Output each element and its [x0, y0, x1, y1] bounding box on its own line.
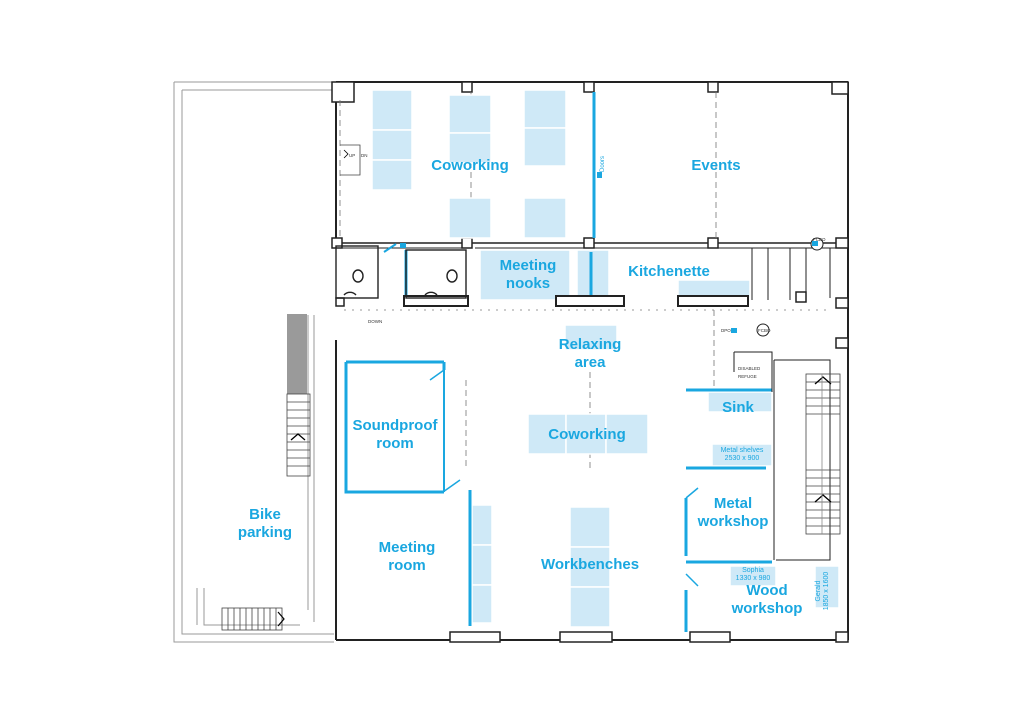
note-line: Metal shelves: [720, 447, 764, 454]
desk: [371, 129, 413, 161]
note-metal-shelves: Metal shelves 2530 x 900: [712, 447, 772, 463]
counters: [403, 295, 749, 307]
blue-walls: [344, 92, 772, 632]
tag-fcbo-2: FCBO: [758, 328, 771, 333]
workbench: [471, 504, 493, 546]
tag-up: UP: [349, 153, 356, 158]
tag-line: REFUGE: [738, 374, 757, 379]
room-label-meeting-nooks: Meeting nooks: [488, 257, 568, 293]
desk: [448, 94, 492, 134]
room-label-wood-workshop: Wood workshop: [722, 582, 812, 618]
label-line: Relaxing: [558, 336, 622, 353]
label-line: Meeting: [499, 257, 557, 274]
room-label-relaxing-area: Relaxing area: [550, 336, 630, 372]
room-label-coworking-center: Coworking: [548, 426, 626, 443]
tag-down: DOWN: [368, 319, 383, 324]
right-stairs: [805, 373, 841, 535]
desk: [523, 127, 567, 167]
room-label-metal-workshop: Metal workshop: [688, 495, 778, 531]
tag-fcbo: FCBO: [813, 237, 826, 242]
label-line: Bike: [249, 506, 281, 523]
label-line: Wood: [746, 582, 788, 599]
desk: [371, 159, 413, 191]
left-stairs: [286, 393, 311, 477]
nook-table: [576, 249, 610, 301]
wood-machine: [729, 565, 777, 587]
door-marker: [597, 172, 602, 178]
tag-line: DISABLED: [738, 366, 761, 371]
label-line: area: [574, 354, 606, 371]
label-line: room: [376, 435, 414, 452]
desk: [448, 197, 492, 239]
bike-parking-stairs: [221, 607, 285, 631]
label-line: workshop: [697, 513, 769, 530]
room-label-sink: Sink: [722, 399, 754, 416]
desk: [523, 197, 567, 239]
note-line: 1850 x 1600: [823, 571, 830, 611]
desk: [371, 89, 413, 131]
workbench: [569, 506, 611, 548]
note-line: Sophia: [742, 567, 764, 574]
label-line: Meeting: [378, 539, 436, 556]
label-line: Soundproof: [352, 417, 438, 434]
wood-machine: [814, 565, 840, 609]
label-line: Metal: [713, 495, 753, 512]
sink-counter: [707, 391, 773, 413]
note-line: 1330 x 980: [735, 575, 771, 582]
note-sophia: Sophia 1330 x 980: [728, 567, 778, 583]
room-label-workbenches: Workbenches: [540, 556, 640, 573]
outer-perimeter: [173, 81, 334, 643]
cowork-table: [527, 413, 567, 455]
note-line: 2530 x 900: [724, 455, 760, 462]
note-gerald: Gerald 1850 x 1600: [815, 566, 833, 616]
furniture: [371, 89, 840, 628]
room-label-kitchenette: Kitchenette: [628, 263, 710, 280]
tag-dpo: DPO: [721, 328, 731, 333]
room-label-bike-parking: Bike parking: [220, 506, 310, 542]
nook-table: [479, 249, 571, 301]
room-label-coworking-top: Coworking: [431, 157, 509, 174]
wc-block: [335, 243, 467, 299]
grey-shaft: [287, 314, 307, 394]
desk: [523, 89, 567, 129]
tag-disabled-refuge: DISABLED REFUGE: [738, 365, 760, 381]
workbench: [471, 544, 493, 586]
desk: [448, 132, 492, 164]
top-left-stair: [340, 144, 361, 176]
metal-shelves: [711, 443, 773, 467]
workbench: [569, 586, 611, 628]
cowork-table: [605, 413, 649, 455]
lock-icon: [400, 241, 818, 333]
label-line: room: [388, 557, 426, 574]
tag-dn: DN: [361, 153, 368, 158]
label-line: workshop: [731, 600, 803, 617]
columns: [331, 81, 849, 643]
note-line: Gerald: [815, 580, 822, 602]
workbench: [471, 584, 493, 624]
note-doors: Doors: [600, 156, 606, 173]
room-label-soundproof-room: Soundproof room: [345, 417, 445, 453]
room-label-meeting-room: Meeting room: [357, 539, 457, 575]
room-label-events: Events: [691, 157, 741, 174]
label-line: nooks: [505, 275, 551, 292]
relax-seat: [564, 324, 618, 351]
label-line: parking: [237, 524, 293, 541]
